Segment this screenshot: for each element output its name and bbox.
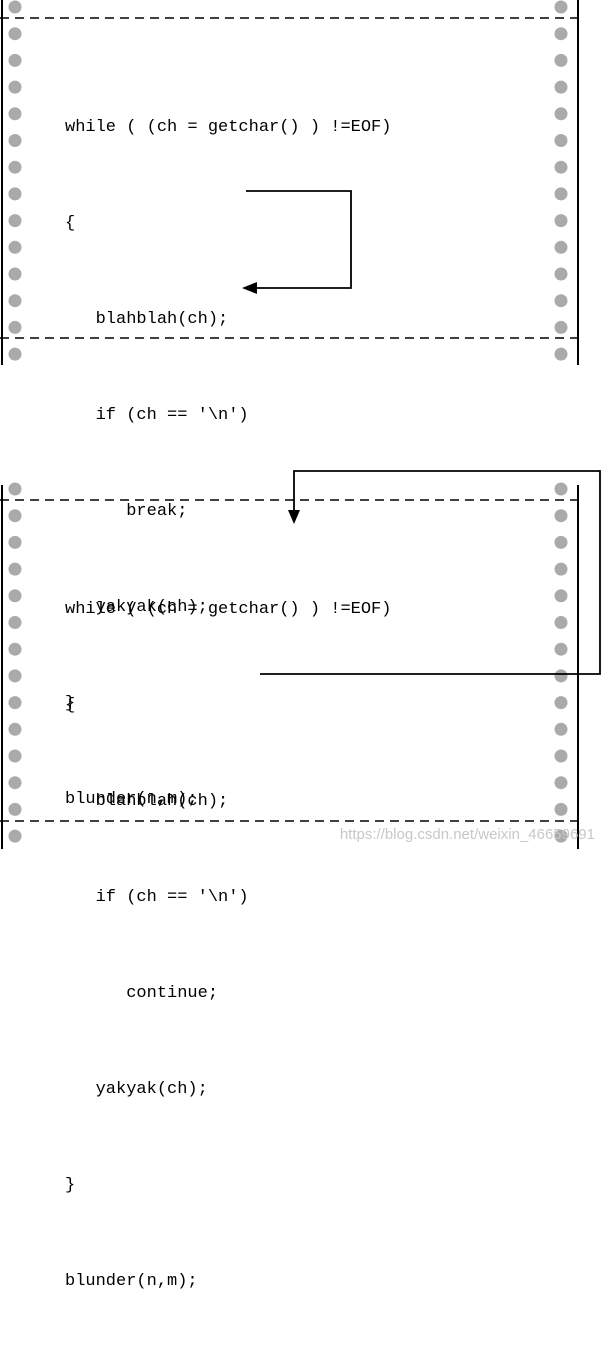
perforation-hole: [554, 134, 568, 147]
perforation-hole: [554, 80, 568, 94]
perforation-hole: [554, 294, 568, 308]
perforation-hole: [554, 642, 568, 656]
code-line: {: [65, 696, 76, 715]
perforation-hole: [8, 776, 22, 790]
perforation-hole: [554, 0, 568, 14]
perforation-hole: [8, 347, 22, 361]
perforation-hole: [554, 829, 568, 843]
perforation-hole: [8, 482, 22, 496]
perforation-hole: [554, 562, 568, 576]
perforation-hole: [8, 294, 22, 308]
perforation-hole: [554, 669, 568, 683]
continue-code-block: while ( (ch = getchar() ) !=EOF) { blahb…: [65, 530, 391, 1362]
code-line-blunder: blunder(n,m);: [65, 790, 198, 809]
perforation-hole: [8, 642, 22, 656]
continue-arrow: [260, 470, 601, 675]
code-line: yakyak(ch);: [65, 598, 208, 617]
perforation-hole: [554, 320, 568, 334]
continue-arrowhead: [288, 510, 300, 524]
perforation-hole: [554, 722, 568, 736]
perforation-hole: [8, 214, 22, 228]
code-line: blahblah(ch);: [65, 792, 229, 811]
perforation-hole: [554, 187, 568, 201]
perforation-hole: [554, 616, 568, 629]
perforation-hole: [554, 749, 568, 763]
perforation-hole: [554, 482, 568, 496]
perforation-hole: [8, 696, 22, 710]
perforation-hole: [8, 187, 22, 201]
code-line-break: break;: [65, 502, 188, 521]
perforation-hole: [554, 107, 568, 121]
code-line: yakyak(ch);: [65, 1080, 208, 1099]
continue-panel: while ( (ch = getchar() ) !=EOF) { blahb…: [0, 465, 603, 1291]
code-line: }: [65, 694, 76, 713]
code-line: blahblah(ch);: [65, 310, 229, 329]
perforation-hole: [554, 53, 568, 67]
perforation-hole: [8, 134, 22, 147]
perforation-hole: [554, 160, 568, 174]
perforation-hole: [554, 267, 568, 281]
perforation-hole: [8, 616, 22, 629]
break-arrowhead: [242, 282, 257, 294]
perforation-hole: [554, 589, 568, 603]
perforation-hole: [554, 802, 568, 816]
perforation-hole: [8, 562, 22, 576]
watermark: https://blog.csdn.net/weixin_46659691: [339, 826, 595, 843]
break-arrow: [246, 190, 352, 289]
perforation-hole: [8, 107, 22, 121]
perforation-hole: [8, 160, 22, 174]
code-line: while ( (ch = getchar() ) !=EOF): [65, 600, 392, 619]
code-line: if (ch == '\n'): [65, 406, 249, 425]
perforation-hole: [554, 696, 568, 710]
code-line-blunder: blunder(n,m);: [65, 1272, 198, 1291]
perforation-hole: [8, 669, 22, 683]
perforation-hole: [8, 80, 22, 94]
perforation-hole: [554, 214, 568, 228]
perforation-hole: [8, 802, 22, 816]
perforation-hole: [554, 27, 568, 41]
perforation-hole: [8, 27, 22, 41]
perforation-hole: [8, 535, 22, 549]
perforation-hole: [8, 749, 22, 763]
break-code-block: while ( (ch = getchar() ) !=EOF) { blahb…: [65, 48, 391, 880]
perforation-hole: [554, 535, 568, 549]
perforation-hole: [8, 589, 22, 603]
code-line: while ( (ch = getchar() ) !=EOF): [65, 118, 392, 137]
code-line: {: [65, 214, 76, 233]
continue-panel-frame: [0, 470, 601, 849]
perforation-hole: [8, 722, 22, 736]
code-line: }: [65, 1176, 76, 1195]
perforation-hole: [8, 829, 22, 843]
perforation-hole: [554, 240, 568, 254]
perforation-hole: [554, 509, 568, 523]
break-panel: while ( (ch = getchar() ) !=EOF) { blahb…: [0, 0, 603, 809]
perforation-hole: [8, 53, 22, 67]
perforation-hole: [8, 509, 22, 523]
perforation-hole: [554, 776, 568, 790]
perforation-hole: [8, 267, 22, 281]
perforation-hole: [8, 320, 22, 334]
perforation-hole: [554, 347, 568, 361]
break-panel-frame: [0, 0, 579, 365]
perforation-hole: [8, 240, 22, 254]
perforation-hole: [8, 0, 22, 14]
code-line-continue: continue;: [65, 984, 219, 1003]
code-line: if (ch == '\n'): [65, 888, 249, 907]
